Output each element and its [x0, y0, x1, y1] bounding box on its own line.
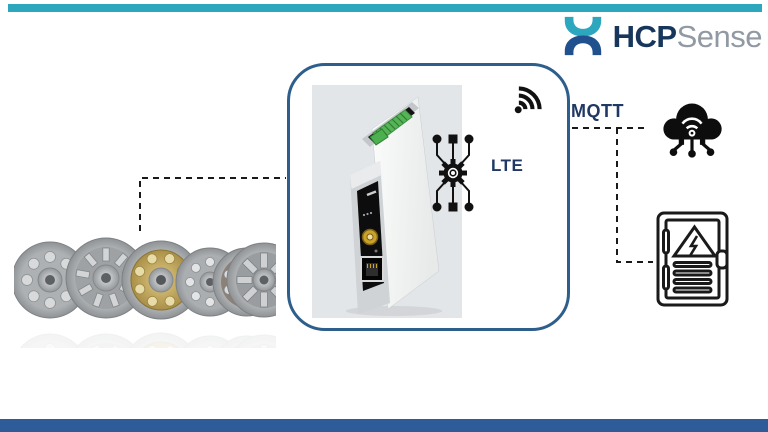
mqtt-label: MQTT	[571, 101, 624, 121]
iot-cloud-icon	[663, 103, 722, 158]
electrical-cabinet-icon	[656, 211, 729, 307]
top-accent-bar	[8, 4, 762, 12]
lte-label: LTE	[491, 156, 524, 175]
brand-name-bold: HCP	[612, 18, 677, 54]
brand-name-light: Sense	[676, 18, 763, 54]
brand-name: HCPSense	[612, 18, 763, 54]
gateway-to-cabinet-connector	[616, 128, 653, 263]
roller-bearings-photo	[14, 237, 276, 348]
wifi-signal-icon	[514, 86, 542, 114]
hcpsense-logo: HCPSense	[560, 14, 763, 58]
bottom-accent-bar	[0, 419, 768, 432]
hcpsense-logo-icon	[564, 16, 601, 56]
bearings-to-gateway-connector	[139, 177, 286, 231]
connected-gear-icon	[432, 134, 474, 212]
